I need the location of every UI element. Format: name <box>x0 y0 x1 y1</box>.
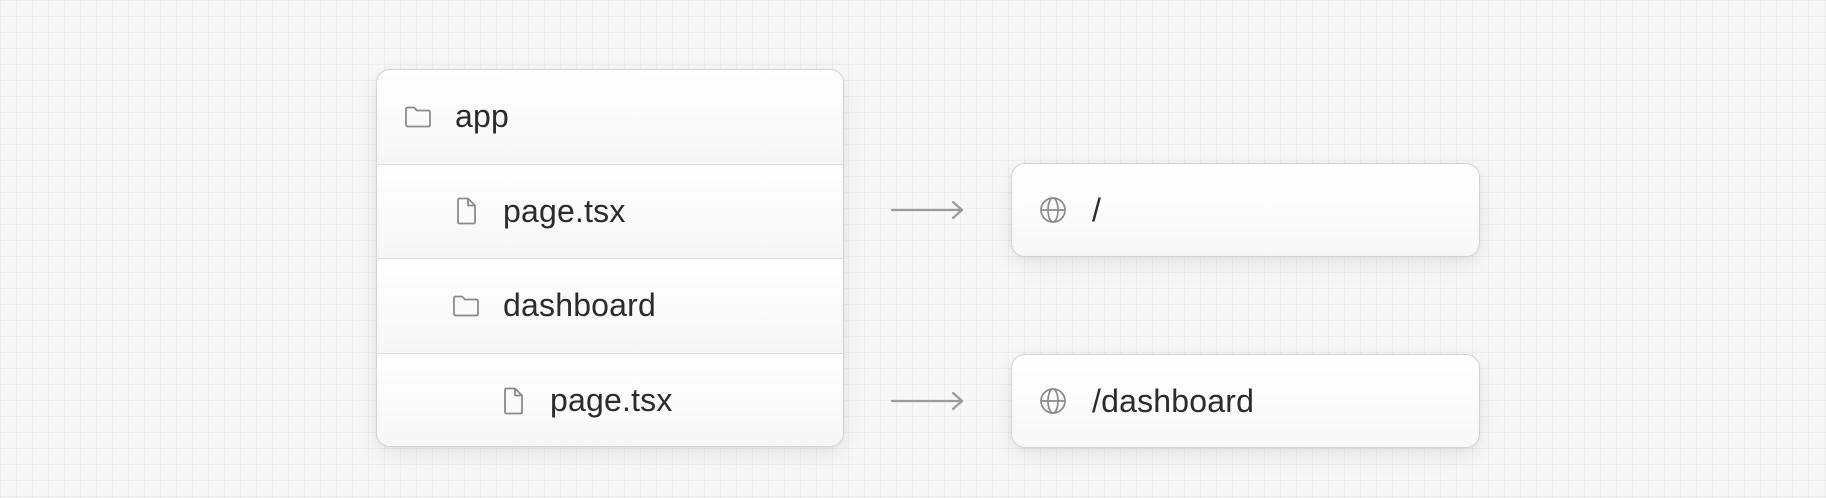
tree-row-label: app <box>455 98 509 135</box>
arrow-right-icon <box>890 200 964 220</box>
tree-row-page-file[interactable]: page.tsx <box>377 164 843 259</box>
tree-row-label: page.tsx <box>503 192 626 229</box>
tree-row-dashboard-page-file[interactable]: page.tsx <box>377 353 843 446</box>
file-icon <box>451 196 481 226</box>
route-root: / <box>1011 163 1480 257</box>
route-label: / <box>1092 191 1102 228</box>
route-label: /dashboard <box>1092 382 1255 419</box>
tree-row-dashboard-folder[interactable]: dashboard <box>377 259 843 354</box>
file-icon <box>498 386 528 416</box>
tree-row-label: dashboard <box>503 287 657 324</box>
route-dashboard: /dashboard <box>1011 354 1480 448</box>
tree-row-app-folder[interactable]: app <box>377 70 843 165</box>
tree-row-label: page.tsx <box>550 382 673 419</box>
globe-icon <box>1038 195 1068 225</box>
arrow-right-icon <box>890 391 964 411</box>
globe-icon <box>1038 386 1068 416</box>
folder-icon <box>403 102 433 132</box>
file-tree-panel: app page.tsx dashboard page.tsx <box>376 69 844 447</box>
folder-icon <box>451 291 481 321</box>
